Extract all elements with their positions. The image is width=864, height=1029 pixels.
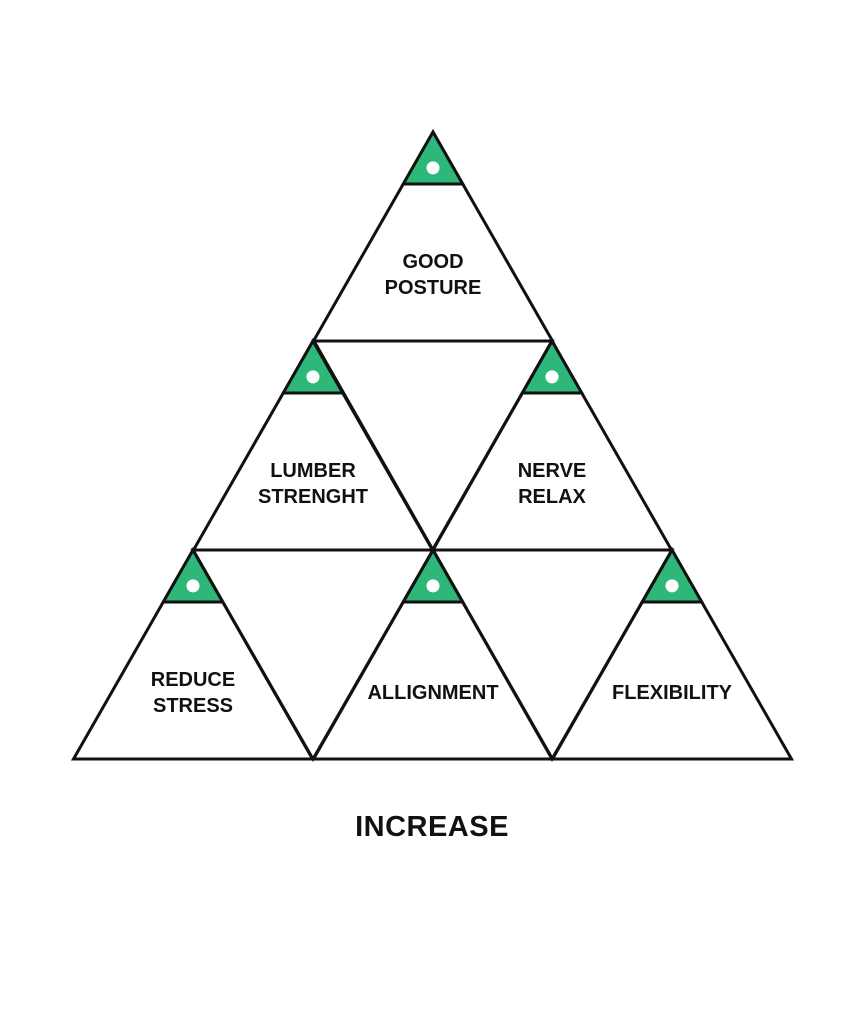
label-reduce-stress-line-2: STRESS (153, 695, 233, 717)
increase-caption: INCREASE (355, 811, 509, 843)
label-reduce-stress-line-1: REDUCE (151, 669, 235, 691)
green-cap-icon (639, 546, 705, 604)
dot-icon (306, 370, 320, 384)
label-lumber-strenght-line-1: LUMBER (270, 460, 356, 482)
triangle-nerve-relax: NERVE RELAX (429, 337, 675, 552)
triangle-lumber-strenght: LUMBER STRENGHT (190, 337, 436, 552)
label-lumber-strenght-line-2: STRENGHT (258, 486, 368, 508)
triangle-flexibility: FLEXIBILITY (549, 546, 795, 761)
green-cap-icon (519, 337, 585, 395)
dot-icon (426, 161, 440, 175)
triangles-layer: GOOD POSTURE LUMBER STRENGHT NERVE RELAX REDUC… (70, 128, 795, 761)
triangle-allignment: ALLIGNMENT (310, 546, 556, 761)
triangle-good-posture: GOOD POSTURE (310, 128, 556, 343)
inverted-triangle-bottom-left (190, 548, 436, 763)
green-cap-icon (280, 337, 346, 395)
label-nerve-relax-line-2: RELAX (518, 486, 586, 508)
dot-icon (545, 370, 559, 384)
green-cap-icon (400, 128, 466, 186)
label-good-posture-line-1: GOOD (402, 251, 463, 273)
triangle-reduce-stress: REDUCE STRESS (70, 546, 316, 761)
label-allignment-line-1: ALLIGNMENT (367, 682, 498, 704)
label-good-posture-line-2: POSTURE (385, 277, 482, 299)
green-cap-icon (160, 546, 226, 604)
dot-icon (665, 579, 679, 593)
label-flexibility-line-1: FLEXIBILITY (612, 682, 733, 704)
inverted-triangles-layer (190, 339, 675, 763)
dot-icon (186, 579, 200, 593)
label-nerve-relax-line-1: NERVE (518, 460, 587, 482)
inverted-triangle-bottom-right (430, 548, 675, 763)
inverted-triangle-top (311, 339, 555, 554)
green-cap-icon (400, 546, 466, 604)
dot-icon (426, 579, 440, 593)
